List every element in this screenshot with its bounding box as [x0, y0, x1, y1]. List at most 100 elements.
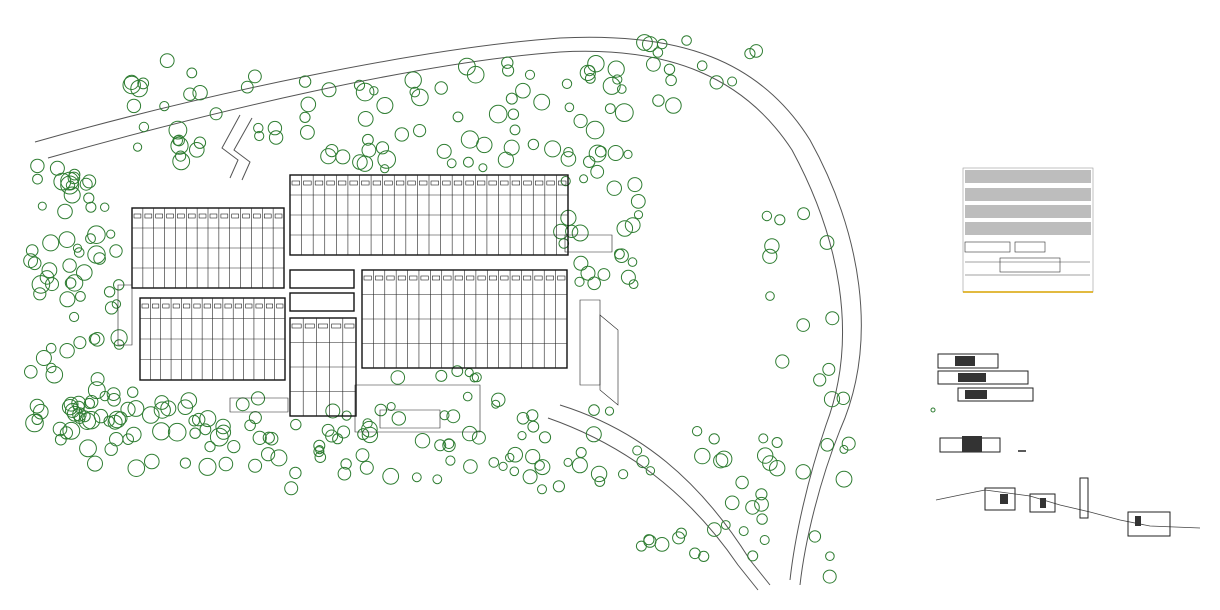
tree [515, 82, 531, 99]
tree [127, 400, 145, 417]
tree [325, 403, 341, 419]
tree [585, 426, 602, 443]
tree [434, 81, 448, 95]
tree [24, 365, 38, 379]
tree [63, 186, 81, 204]
tree [451, 365, 464, 378]
tree [79, 177, 93, 191]
tree [133, 142, 143, 152]
tree [715, 450, 733, 468]
tree [544, 140, 562, 158]
tree [127, 386, 139, 398]
tree [735, 475, 749, 490]
tree [362, 418, 373, 429]
tree [590, 164, 605, 179]
tree [88, 333, 101, 345]
tree [29, 398, 45, 414]
tree [159, 53, 175, 68]
tree [315, 445, 325, 455]
tree [90, 332, 105, 347]
tree [525, 449, 541, 465]
tree [300, 96, 317, 113]
tree [538, 431, 552, 444]
tree [72, 243, 83, 253]
tree [841, 436, 856, 451]
tree [78, 410, 91, 423]
tree [314, 451, 327, 464]
tree [103, 286, 116, 298]
tree [675, 527, 687, 539]
tree [109, 432, 124, 447]
tree [446, 158, 457, 169]
tree [62, 421, 81, 440]
tree [822, 362, 836, 376]
tree [614, 248, 625, 260]
tree [775, 354, 790, 369]
tree [458, 57, 476, 76]
tree [248, 458, 263, 473]
tree [564, 102, 575, 113]
tree [325, 429, 339, 443]
tree [665, 74, 677, 87]
tree [261, 447, 276, 462]
tree [60, 171, 79, 191]
tree [797, 207, 810, 221]
tree [54, 433, 67, 446]
tree [73, 247, 85, 258]
tree [290, 418, 302, 431]
tree [414, 433, 431, 449]
tree [516, 412, 530, 425]
tree [79, 439, 97, 458]
tree [375, 141, 390, 155]
tree [432, 474, 443, 485]
tree [580, 265, 596, 281]
tree [268, 130, 284, 145]
tree [76, 264, 93, 281]
tree [509, 124, 521, 136]
tree [59, 291, 76, 308]
tree [747, 550, 759, 562]
tree [813, 373, 827, 387]
tree [411, 88, 429, 107]
tree [618, 469, 629, 480]
tree [87, 245, 106, 264]
tree [491, 399, 501, 409]
tree [183, 87, 197, 101]
tree [561, 78, 573, 90]
tree [90, 372, 105, 387]
tree [597, 268, 611, 281]
tree [724, 495, 740, 511]
tree [67, 171, 81, 185]
tree [708, 433, 720, 445]
tree [460, 130, 479, 149]
tree [462, 425, 478, 442]
tree [627, 257, 638, 267]
tree [614, 103, 634, 122]
tree [463, 156, 474, 168]
tree [353, 79, 366, 91]
tree [633, 210, 644, 220]
tree [630, 194, 646, 209]
tree [820, 438, 835, 452]
tree [41, 262, 58, 279]
tree [335, 149, 351, 165]
tree [69, 311, 80, 323]
tree [507, 108, 520, 120]
building-bar-1 [289, 269, 355, 289]
tree [87, 381, 106, 400]
tree [369, 86, 379, 96]
tree [46, 362, 57, 374]
tree [463, 459, 478, 474]
tree [355, 448, 370, 463]
tree [696, 60, 708, 71]
tree [606, 180, 622, 196]
tree [497, 151, 514, 168]
tree [73, 412, 86, 425]
tree-canopy [23, 34, 856, 584]
tree [59, 343, 75, 359]
tree [607, 60, 625, 78]
tree [498, 461, 508, 471]
tree [646, 56, 661, 72]
tree [244, 419, 256, 432]
